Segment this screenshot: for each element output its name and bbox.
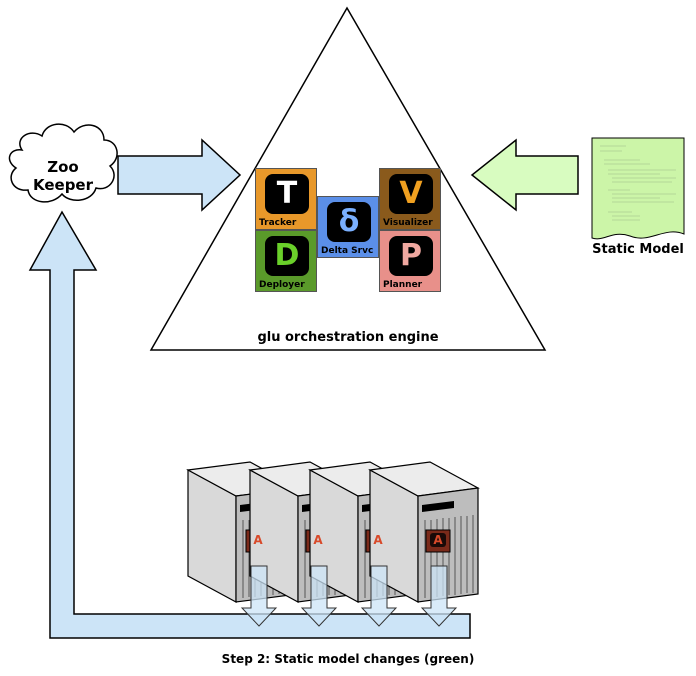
feedback-arrow <box>28 210 471 639</box>
delta-srvc-tile: δ Delta Srvc <box>317 196 379 258</box>
planner-tile: P Planner <box>379 230 441 292</box>
agent-arrow-2 <box>300 565 338 627</box>
agent-down-arrows <box>240 565 458 627</box>
step-caption: Step 2: Static model changes (green) <box>221 652 475 666</box>
model-to-engine-arrow <box>470 138 579 212</box>
tracker-label: Tracker <box>259 218 297 228</box>
agent-arrow-4 <box>420 565 458 627</box>
visualizer-tile: V Visualizer <box>379 168 441 230</box>
visualizer-letter: V <box>389 174 433 214</box>
zookeeper-label-line1: Zoo <box>47 158 79 176</box>
document-text-lines <box>600 145 676 221</box>
agent-badge-2: A <box>313 533 323 547</box>
deployer-letter: D <box>265 236 309 276</box>
zookeeper-label-line2: Keeper <box>32 176 93 194</box>
delta-letter: δ <box>327 202 371 242</box>
engine-triangle <box>149 6 547 351</box>
zookeeper-to-engine-arrow <box>117 138 242 212</box>
visualizer-label: Visualizer <box>383 218 433 228</box>
agent-arrow-3 <box>360 565 398 627</box>
agent-badge-4: A <box>433 533 443 547</box>
planner-letter: P <box>389 236 433 276</box>
static-model-document <box>591 137 685 240</box>
agent-badge-3: A <box>373 533 383 547</box>
engine-title: glu orchestration engine <box>257 330 439 345</box>
deployer-tile: D Deployer <box>255 230 317 292</box>
zookeeper-cloud <box>8 123 118 203</box>
tracker-letter: T <box>265 174 309 214</box>
tracker-tile: T Tracker <box>255 168 317 230</box>
static-model-label: Static Model <box>592 242 684 257</box>
agent-badge-1: A <box>253 533 263 547</box>
deployer-label: Deployer <box>259 280 305 290</box>
agent-arrow-1 <box>240 565 278 627</box>
planner-label: Planner <box>383 280 423 290</box>
delta-label: Delta Srvc <box>321 246 374 256</box>
